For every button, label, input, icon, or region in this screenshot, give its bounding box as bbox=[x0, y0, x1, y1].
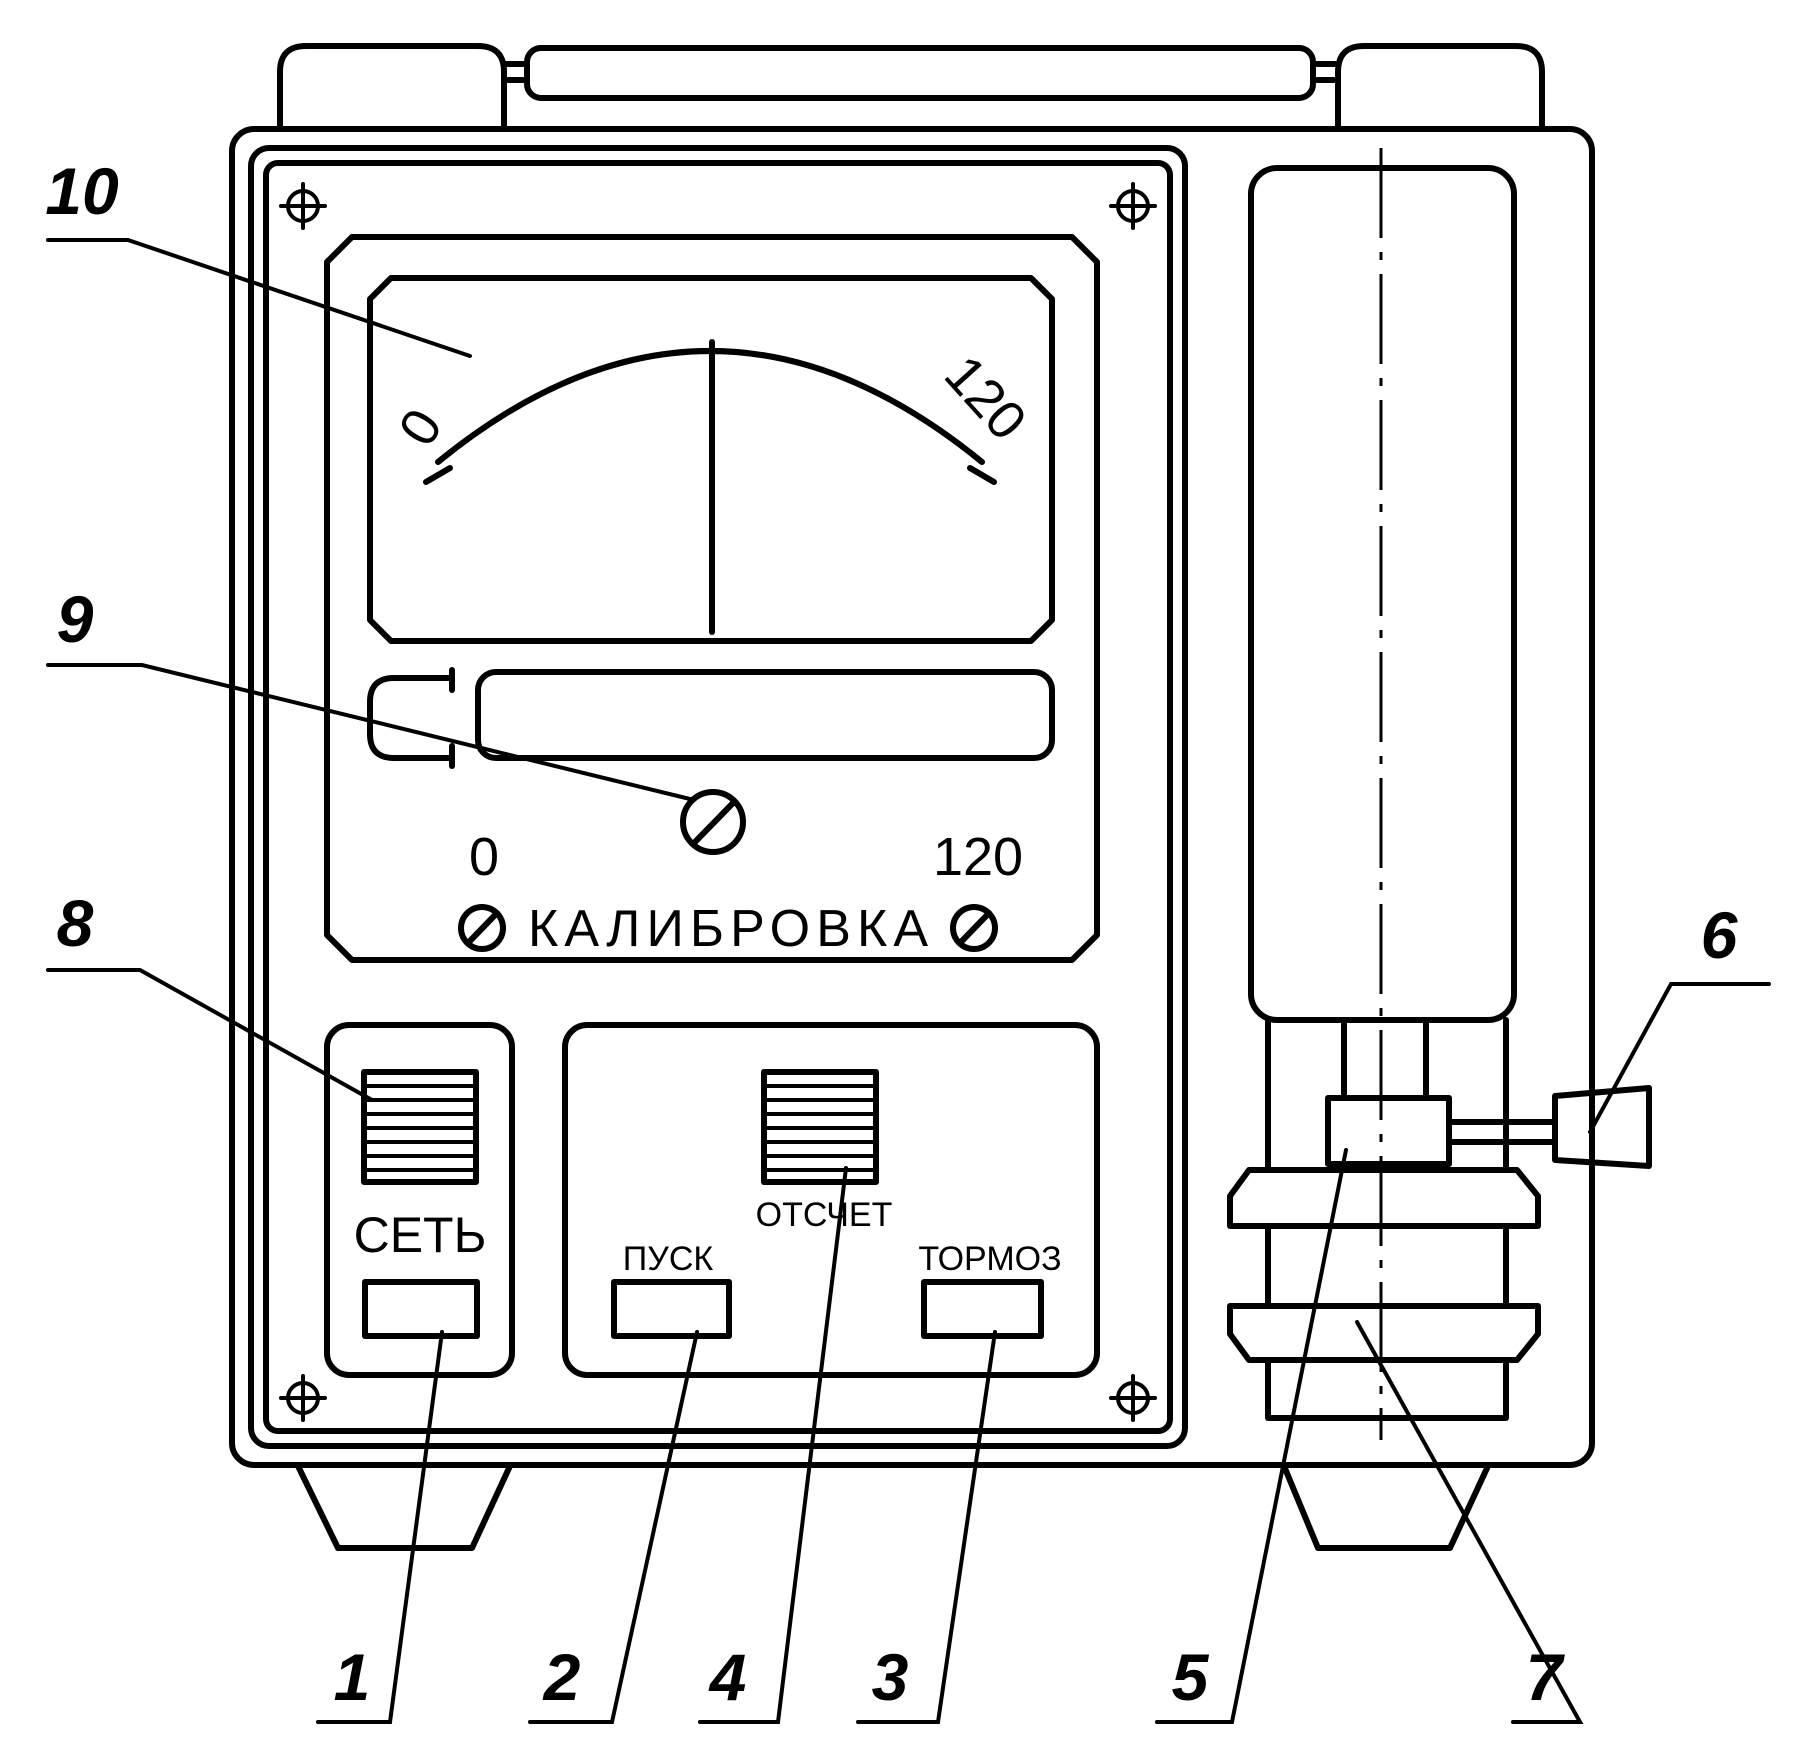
foot-left bbox=[295, 1463, 513, 1551]
callout-10: 10 bbox=[45, 154, 119, 228]
foot-right bbox=[1281, 1463, 1491, 1551]
clamp-ring-lower bbox=[1227, 1303, 1541, 1363]
power-panel bbox=[324, 1022, 515, 1378]
scale-label-zero: 0 bbox=[469, 827, 499, 887]
dial-tick-start bbox=[423, 465, 453, 485]
front-panel-inner bbox=[263, 160, 1173, 1434]
corner-screw-icon bbox=[1109, 1374, 1157, 1422]
power-indicator-grille bbox=[361, 1069, 479, 1185]
callout-8: 8 bbox=[57, 886, 94, 960]
handle-mount-right bbox=[1335, 43, 1545, 131]
callout-3: 3 bbox=[872, 1640, 909, 1714]
start-button[interactable] bbox=[611, 1279, 732, 1339]
leader-lines bbox=[46, 238, 1771, 1724]
handle-mount-left bbox=[277, 43, 507, 131]
corner-screw-icon bbox=[279, 182, 327, 230]
brake-label: ТОРМОЗ bbox=[918, 1240, 1061, 1278]
corner-screw-icon bbox=[1109, 182, 1157, 230]
carry-handle bbox=[277, 43, 1545, 131]
callout-2: 2 bbox=[542, 1640, 581, 1714]
spindle-block bbox=[1325, 1095, 1452, 1167]
clamp-ring-upper bbox=[1227, 1167, 1541, 1229]
reading-label: ОТСЧЕТ bbox=[756, 1196, 893, 1234]
callout-6: 6 bbox=[1701, 898, 1739, 972]
corner-screw-icon bbox=[279, 1374, 327, 1422]
scale-label-max: 120 bbox=[933, 827, 1023, 887]
lever-knob[interactable] bbox=[1552, 1085, 1652, 1169]
handle-bar bbox=[524, 45, 1316, 101]
callout-4: 4 bbox=[708, 1640, 747, 1714]
meter-dial-window bbox=[367, 275, 1055, 644]
callout-7: 7 bbox=[1526, 1640, 1566, 1714]
meter-panel bbox=[324, 234, 1100, 963]
power-button[interactable] bbox=[362, 1279, 480, 1339]
housing-outer bbox=[229, 126, 1595, 1468]
zero-adjust-screw-icon[interactable] bbox=[680, 789, 746, 855]
start-label: ПУСК bbox=[623, 1240, 714, 1278]
callout-5: 5 bbox=[1172, 1640, 1210, 1714]
calibration-screw-left-icon[interactable] bbox=[458, 904, 506, 952]
calibration-screw-right-icon[interactable] bbox=[950, 904, 998, 952]
scale-window-left bbox=[367, 675, 455, 761]
scale-window bbox=[475, 669, 1055, 761]
control-panel bbox=[562, 1022, 1100, 1378]
callout-1: 1 bbox=[334, 1640, 371, 1714]
calibration-label: КАЛИБРОВКА bbox=[528, 900, 928, 958]
callout-9: 9 bbox=[57, 582, 94, 656]
dial-label-zero: 0 bbox=[387, 399, 454, 456]
reading-indicator-grille bbox=[761, 1069, 879, 1185]
power-label: СЕТЬ bbox=[354, 1207, 487, 1263]
front-panel-frame bbox=[248, 145, 1188, 1449]
column-base bbox=[1265, 1357, 1509, 1421]
dial-tick-end bbox=[967, 465, 997, 485]
brake-button[interactable] bbox=[921, 1279, 1044, 1339]
